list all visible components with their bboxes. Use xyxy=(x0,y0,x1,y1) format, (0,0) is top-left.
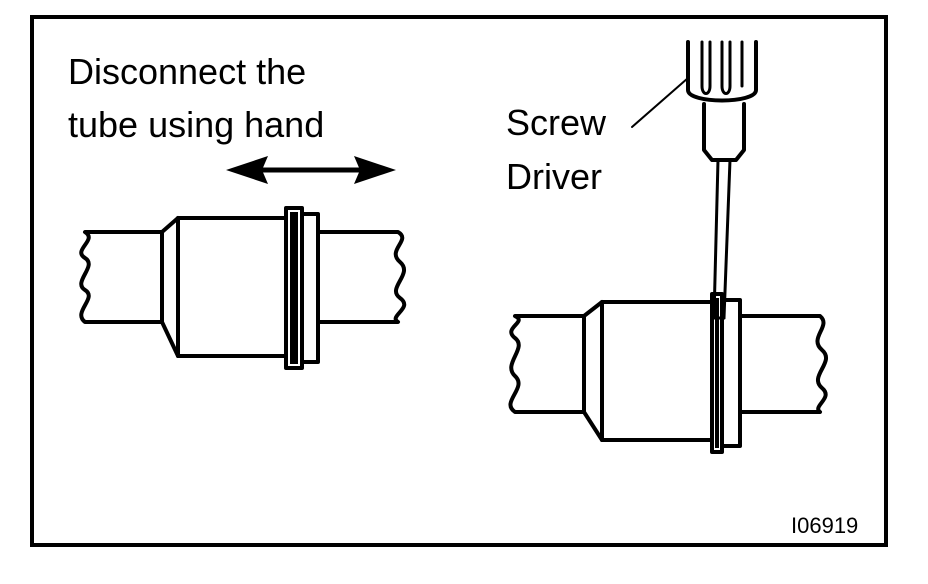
tube-connector-right xyxy=(508,292,828,454)
screwdriver-label-line-2: Driver xyxy=(506,156,602,197)
tube-connector-left xyxy=(79,206,407,370)
screwdriver-label-line-1: Screw xyxy=(506,102,607,143)
figure-code: I06919 xyxy=(791,513,859,538)
instruction-line-2: tube using hand xyxy=(68,104,325,145)
double-arrow-icon xyxy=(226,156,396,184)
screwdriver-icon xyxy=(631,40,758,320)
instruction-line-1: Disconnect the xyxy=(68,51,307,92)
